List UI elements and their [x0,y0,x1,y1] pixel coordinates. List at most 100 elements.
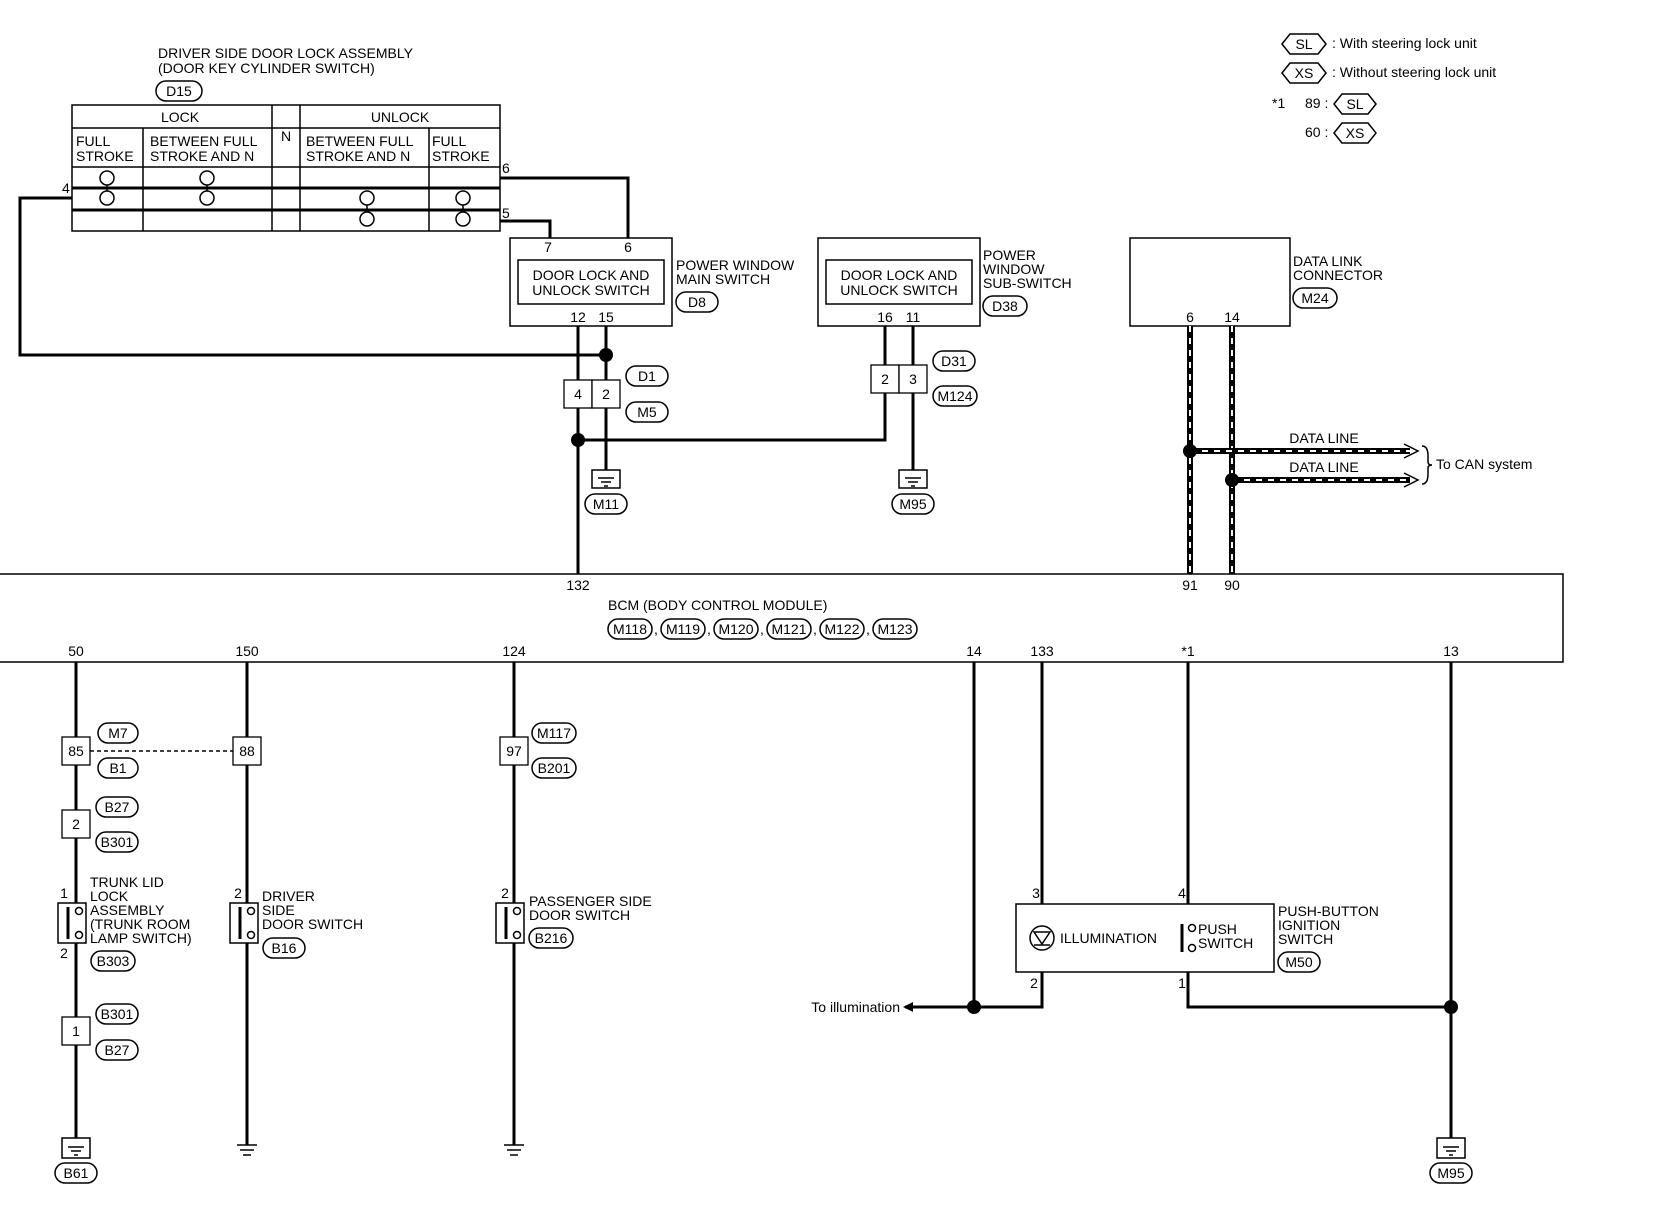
svg-text:,: , [813,621,817,637]
svg-text:2: 2 [60,945,68,961]
trunk-b1-label: B1 [109,760,126,776]
svg-text:M122: M122 [824,621,859,637]
trunk-label-l5: LAMP SWITCH) [90,930,192,946]
header-lock: LOCK [161,109,200,125]
legend-sl-tag: SL [1281,33,1327,55]
ignition-label-l1: PUSH-BUTTON [1278,903,1379,919]
door-lock-pin-6: 6 [502,160,510,176]
col-between-l1: BETWEEN FULL [150,133,258,149]
sub-switch-label-l2: WINDOW [983,261,1045,277]
main-switch-pin-6: 6 [624,239,632,255]
main-switch-pin-12: 12 [570,309,586,325]
trunk-b303-label: B303 [97,953,130,969]
driver-door-switch: 88 2 DRIVER SIDE DOOR SWITCH B16 [229,662,363,1156]
svg-text:2: 2 [501,885,509,901]
data-link-connector: 6 14 DATA LINK CONNECTOR M24 [1129,237,1383,327]
col-full-stroke-l1: FULL [76,133,110,149]
trunk-b27-a-label: B27 [105,799,130,815]
can-data-lines: DATA LINE DATA LINE To CAN system [1183,326,1532,574]
col-between-unlock-l2: STROKE AND N [306,148,410,164]
svg-text:M121: M121 [771,621,806,637]
svg-text:,: , [760,621,764,637]
passenger-door-label-l2: DOOR SWITCH [529,907,630,923]
svg-text:M120: M120 [718,621,753,637]
door-lock-title-line2: (DOOR KEY CYLINDER SWITCH) [158,60,375,76]
main-switch-connector-badge: D8 [675,291,719,313]
header-n: N [281,128,291,144]
svg-text:85: 85 [68,743,84,759]
door-lock-pin-5: 5 [502,205,510,221]
legend-note-sl-tag: SL [1333,93,1377,115]
legend-xs-text: : Without steering lock unit [1332,64,1496,80]
data-link-label-l1: DATA LINK [1293,253,1363,269]
push-switch-l2: SWITCH [1198,935,1253,951]
trunk-m7-label: M7 [108,725,128,741]
ground-m95-top: M95 [891,469,935,515]
junction-d1-m5: 4 2 D1 M5 [563,365,669,423]
junction-m5-label: M5 [637,404,657,420]
data-link-pin-14: 14 [1224,309,1240,325]
legend-note-star: *1 [1272,95,1285,111]
svg-text:4: 4 [1178,885,1186,901]
led-icon [1029,925,1055,951]
main-switch-inner-l1: DOOR LOCK AND [533,267,650,283]
power-window-sub-switch: DOOR LOCK AND UNLOCK SWITCH 16 11 POWER … [817,237,1072,327]
main-switch-pin-7: 7 [544,239,552,255]
sub-switch-inner-l2: UNLOCK SWITCH [840,282,957,298]
bcm-pin-14: 14 [966,643,982,659]
data-link-connector-badge: M24 [1292,287,1338,309]
trunk-label-l3: ASSEMBLY [90,902,165,918]
main-switch-pin-15: 15 [598,309,614,325]
sub-switch-pin-11: 11 [906,309,921,325]
svg-text:3: 3 [909,371,917,387]
ignition-label-l3: SWITCH [1278,931,1333,947]
data-line-2-label: DATA LINE [1289,459,1359,475]
sub-switch-inner-l1: DOOR LOCK AND [841,267,958,283]
door-lock-title-line1: DRIVER SIDE DOOR LOCK ASSEMBLY [158,45,414,61]
bcm-pin-90: 90 [1224,577,1240,593]
svg-text:M24: M24 [1301,290,1328,306]
svg-text:M118: M118 [613,621,647,637]
svg-text:2: 2 [72,816,80,832]
driver-door-label-l1: DRIVER [262,888,315,904]
trunk-b301-a-label: B301 [101,834,134,850]
svg-text:D38: D38 [992,298,1018,314]
legend-note-xs-pin: 60 : [1305,124,1328,140]
switch-contacts [99,170,471,227]
ground-b61-label: B61 [64,1165,89,1181]
bcm-pin-132: 132 [566,577,590,593]
main-switch-label-l2: MAIN SWITCH [676,271,770,287]
svg-text:2: 2 [1030,975,1038,991]
svg-text:XS: XS [1295,65,1314,81]
main-switch-label-l1: POWER WINDOW [676,257,795,273]
bcm-title: BCM (BODY CONTROL MODULE) [608,597,827,613]
passenger-b201-label: B201 [538,760,571,776]
bcm-pin-124: 124 [502,643,526,659]
push-button-ignition-switch: To illumination 3 4 2 1 ILLUMINATION PUS… [811,662,1473,1184]
push-switch-icon [1180,923,1197,953]
svg-text:SL: SL [1346,96,1363,112]
svg-text:4: 4 [574,386,582,402]
passenger-b216-label: B216 [535,930,568,946]
door-lock-connector-badge: D15 [155,80,203,102]
svg-text:1: 1 [1178,975,1186,991]
sub-switch-pin-16: 16 [877,309,893,325]
bcm-pin-150: 150 [235,643,259,659]
svg-text:,: , [654,621,658,637]
svg-text:XS: XS [1346,125,1365,141]
svg-text:M95: M95 [899,496,926,512]
bcm-connectors: M118 , M119 , M120 , M121 , M122 , M123 [607,618,918,640]
sub-switch-label-l3: SUB-SWITCH [983,275,1072,291]
svg-text:M123: M123 [877,621,912,637]
col-full-unlock-l1: FULL [432,133,466,149]
to-can-system: To CAN system [1436,456,1532,472]
door-lock-wires [18,176,630,357]
svg-text:1: 1 [60,885,68,901]
legend-note-xs-tag: XS [1333,122,1377,144]
trunk-b301-b-label: B301 [101,1006,134,1022]
svg-text:D8: D8 [688,294,706,310]
bcm-pin-133: 133 [1030,643,1054,659]
junction-d31-m124: 2 3 D31 M124 [870,350,978,407]
power-window-main-switch: DOOR LOCK AND UNLOCK SWITCH 7 6 12 15 PO… [509,237,795,327]
